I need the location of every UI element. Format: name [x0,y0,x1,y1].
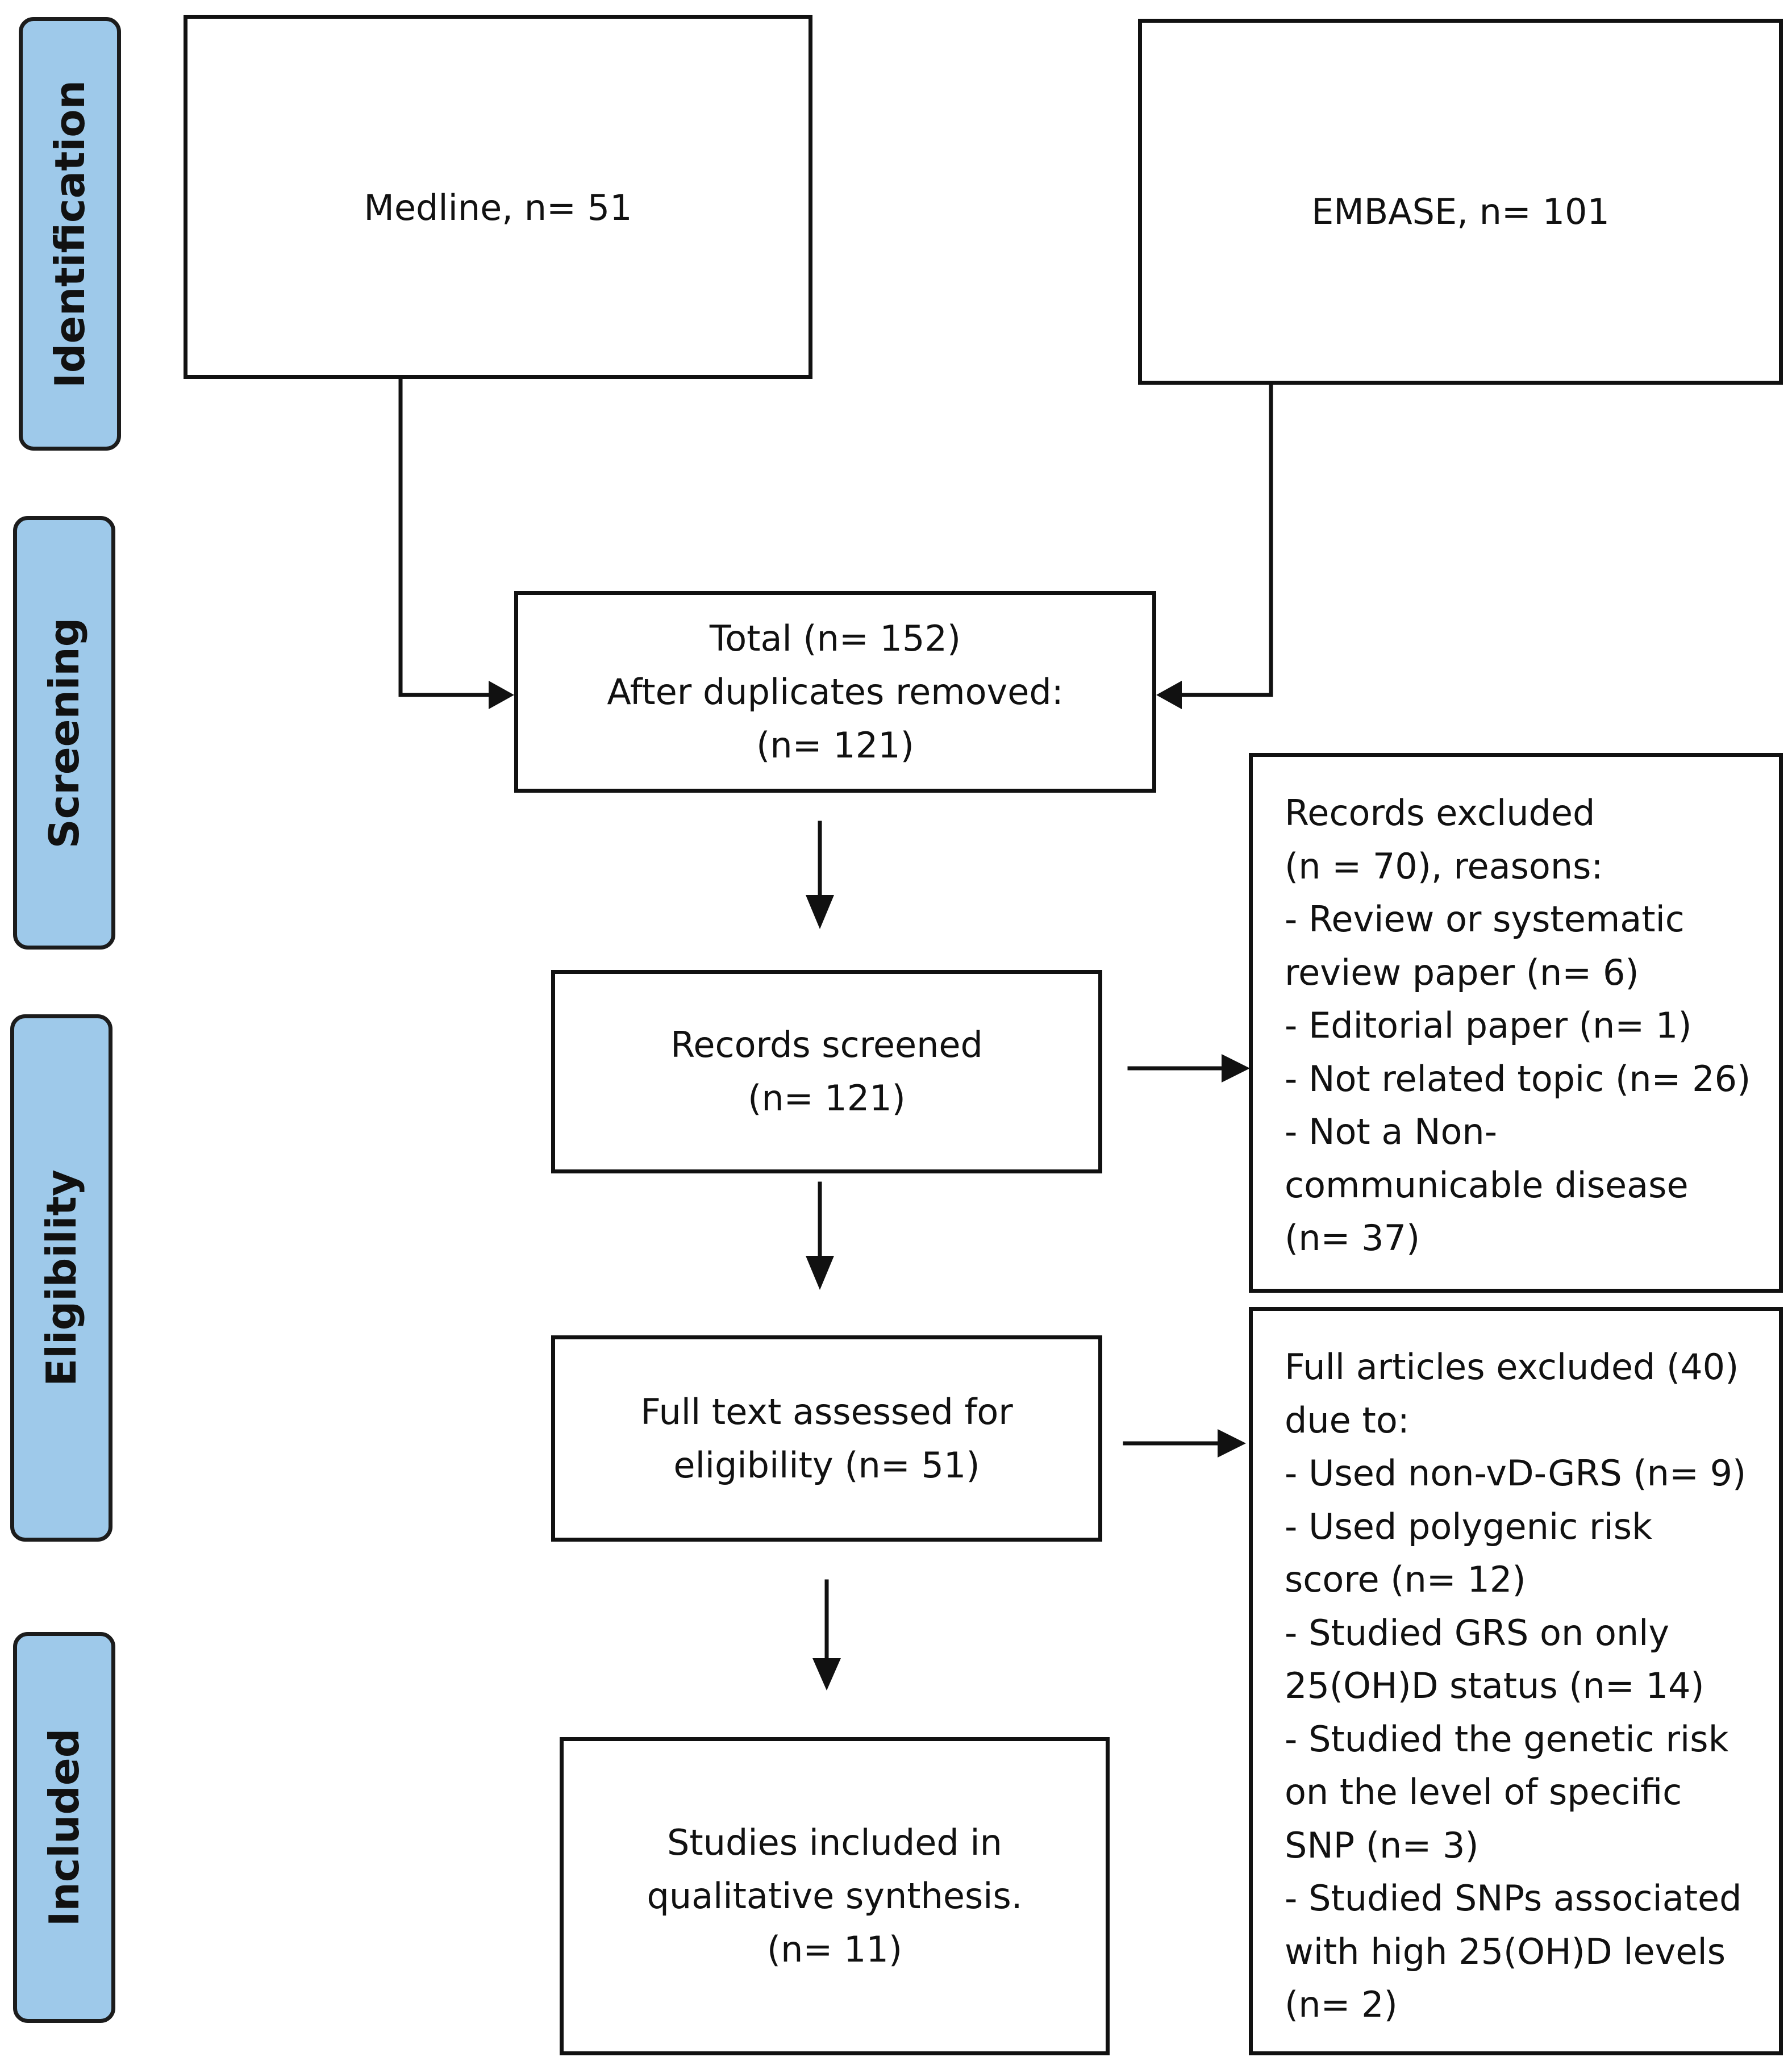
box-line: (n= 2) [1285,1984,1398,2025]
box-line: - Review or systematic [1285,898,1685,940]
box-line: due to: [1285,1399,1410,1441]
full-text-box: Full text assessed for eligibility (n= 5… [551,1335,1102,1542]
box-line: Records excluded [1285,792,1595,834]
arrowhead-fulltext-included [812,1658,841,1691]
box-line: Full articles excluded (40) [1285,1346,1739,1388]
records-screened-box: Records screened (n= 121) [551,970,1102,1173]
box-line: Medline, n= 51 [364,187,632,228]
box-line: on the level of specific [1285,1771,1682,1813]
embase-box: EMBASE, n= 101 [1138,19,1783,385]
box-line: SNP (n= 3) [1285,1824,1479,1866]
arrowhead-embase [1156,681,1182,709]
stage-included: Included [13,1632,115,2023]
box-line: (n= 37) [1285,1217,1420,1259]
box-line: Records screened [670,1024,983,1065]
box-line: - Studied SNPs associated [1285,1877,1742,1919]
box-line: - Studied the genetic risk [1285,1718,1729,1760]
box-line: (n= 11) [766,1929,903,1970]
records-excluded-box: Records excluded (n = 70), reasons: - Re… [1249,753,1783,1293]
stage-identification: Identification [19,17,121,451]
arrowhead-total-screened [806,895,834,929]
box-line: After duplicates removed: [607,671,1064,713]
box-line: 25(OH)D status (n= 14) [1285,1665,1705,1706]
box-line: - Not related topic (n= 26) [1285,1057,1751,1100]
box-line: - Used non-vD-GRS (n= 9) [1285,1452,1747,1494]
box-line: qualitative synthesis. [647,1875,1023,1917]
box-line: Full text assessed for [640,1390,1013,1433]
box-line: (n= 121) [756,724,914,766]
articles-excluded-box: Full articles excluded (40) due to: - Us… [1249,1307,1783,2055]
box-line: (n= 121) [748,1077,906,1119]
box-line: - Studied GRS on only [1285,1612,1670,1654]
box-line: (n = 70), reasons: [1285,845,1603,887]
box-line: - Used polygenic risk [1285,1505,1652,1547]
box-line: EMBASE, n= 101 [1311,191,1610,232]
box-line: eligibility (n= 51) [673,1444,980,1486]
included-box: Studies included in qualitative synthesi… [560,1737,1110,2055]
box-line: score (n= 12) [1285,1559,1526,1600]
stage-screening: Screening [13,516,115,950]
box-line: with high 25(OH)D levels [1285,1930,1726,1972]
arrowhead-screened-fulltext [806,1256,834,1290]
arrowhead-fulltext-excluded [1218,1429,1246,1458]
box-line: review paper (n= 6) [1285,951,1639,993]
connector-embase-total [1180,381,1273,697]
arrowhead-screened-excluded [1222,1054,1250,1082]
stage-eligibility: Eligibility [10,1014,112,1542]
total-box: Total (n= 152) After duplicates removed:… [514,591,1156,793]
arrowhead-medline [489,681,514,709]
box-line: Studies included in [667,1822,1002,1863]
box-line: - Not a Non- [1285,1111,1498,1152]
box-line: - Editorial paper (n= 1) [1285,1005,1692,1046]
connector-medline-total [398,376,491,697]
box-line: communicable disease [1285,1164,1689,1206]
box-line: Total (n= 152) [709,617,961,659]
medline-box: Medline, n= 51 [184,15,812,379]
